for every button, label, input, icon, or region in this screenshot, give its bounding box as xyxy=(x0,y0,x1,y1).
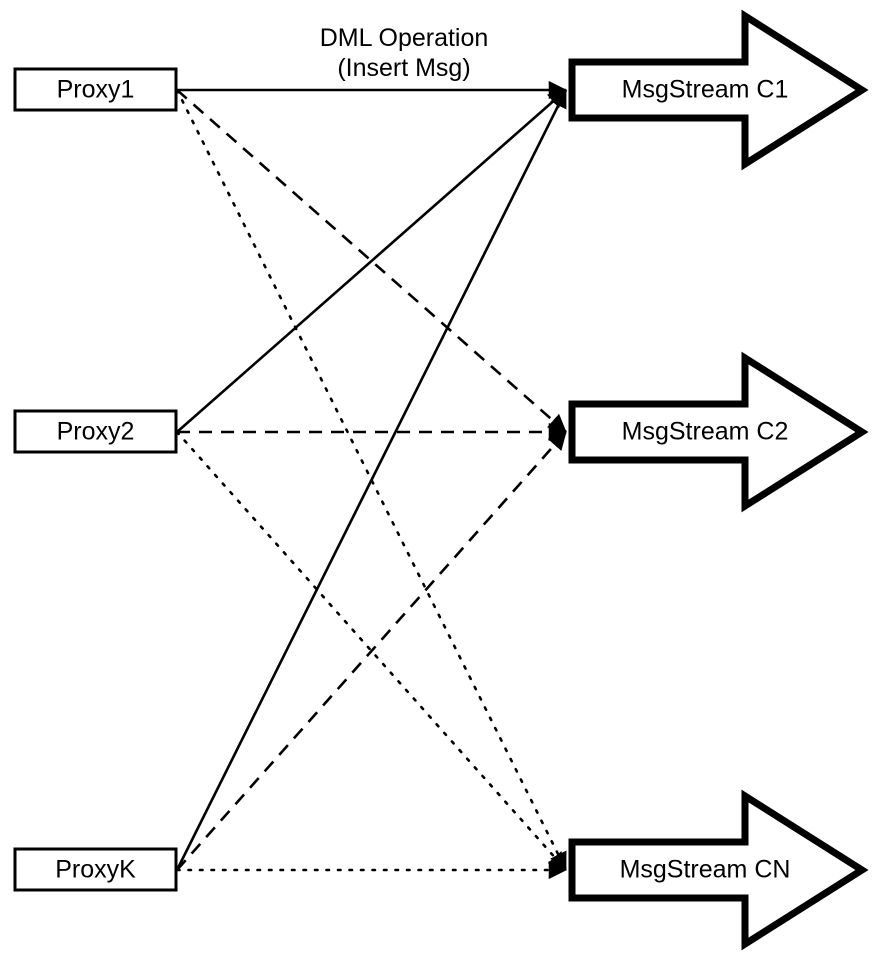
edge-proxy2-to-c1 xyxy=(176,89,567,433)
node-proxy1-label: Proxy1 xyxy=(57,76,135,104)
node-proxy2[interactable]: Proxy2 xyxy=(13,409,178,454)
node-msgstream-c1-shape[interactable] xyxy=(568,9,869,171)
node-msgstream-c2-label: MsgStream C2 xyxy=(622,418,789,446)
node-proxy2-label: Proxy2 xyxy=(57,418,135,446)
dml-operation-caption-line1: DML Operation xyxy=(320,24,489,52)
dml-operation-caption-line2: (Insert Msg) xyxy=(337,54,470,82)
dml-operation-caption: DML Operation (Insert Msg) xyxy=(320,24,489,82)
node-msgstream-c2-shape[interactable] xyxy=(568,351,869,513)
producer-layer: Proxy1 Proxy2 ProxyK xyxy=(13,67,178,892)
node-proxyk[interactable]: ProxyK xyxy=(13,847,178,892)
edge-proxyk-to-c1 xyxy=(175,89,568,871)
node-msgstream-cn[interactable]: MsgStream CN xyxy=(568,789,869,951)
node-proxy1[interactable]: Proxy1 xyxy=(13,67,178,112)
edge-layer xyxy=(175,80,568,880)
node-proxy1-rect[interactable] xyxy=(13,67,178,112)
node-proxy2-rect[interactable] xyxy=(13,409,178,454)
node-msgstream-c2[interactable]: MsgStream C2 xyxy=(568,351,869,513)
node-msgstream-c1[interactable]: MsgStream C1 xyxy=(568,9,869,171)
consumer-layer: MsgStream C1 MsgStream C2 MsgStream CN xyxy=(568,9,869,951)
node-msgstream-cn-label: MsgStream CN xyxy=(620,856,791,884)
node-msgstream-c1-label: MsgStream C1 xyxy=(622,76,789,104)
node-proxyk-label: ProxyK xyxy=(55,856,136,884)
edge-proxyk-to-c2 xyxy=(176,431,567,871)
node-proxyk-rect[interactable] xyxy=(13,847,178,892)
node-msgstream-cn-shape[interactable] xyxy=(568,789,869,951)
